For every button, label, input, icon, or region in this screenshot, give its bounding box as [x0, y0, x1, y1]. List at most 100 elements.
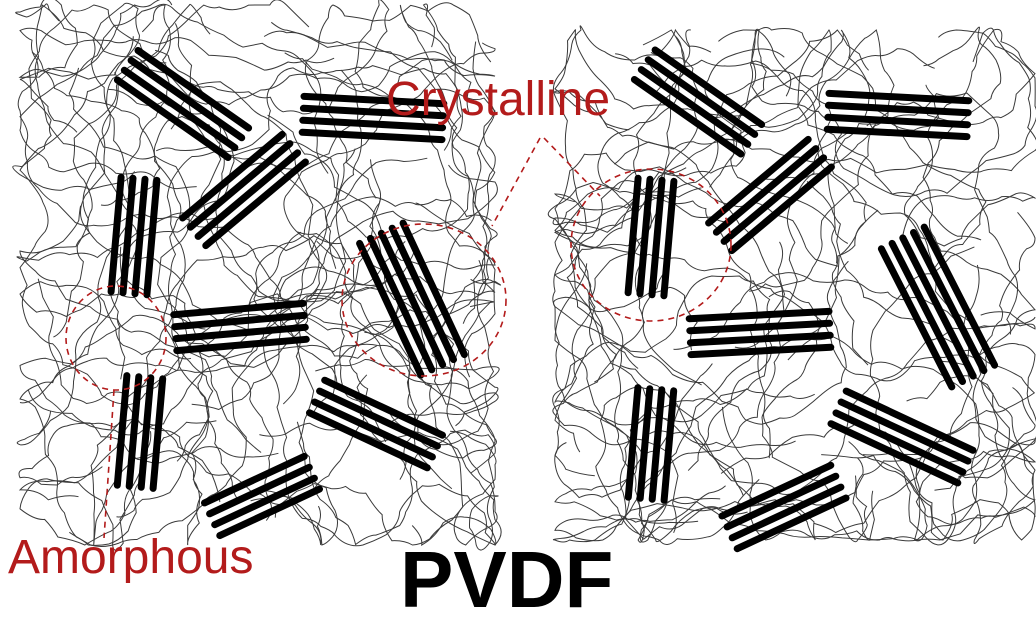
amorphous-left-chain	[19, 281, 206, 360]
amorphous-left-chain	[446, 300, 498, 546]
amorphous-right-chain	[639, 375, 1036, 543]
amorphous-right-chain	[552, 275, 773, 477]
lamella-bar	[823, 125, 971, 141]
lamella-bar	[388, 224, 457, 364]
lamella-bar	[131, 175, 149, 298]
amorphous-right-chain	[730, 48, 935, 244]
lamella-bar	[202, 158, 309, 250]
amorphous-right-chain	[554, 187, 977, 382]
lamella-bar	[648, 386, 666, 503]
lamella-bar	[636, 175, 654, 298]
lamella-bar	[113, 76, 232, 161]
amorphous-left-chain	[69, 287, 422, 548]
amorphous-right-chain	[757, 28, 1036, 181]
amorphous-right-chain	[554, 152, 839, 453]
lamella-bar	[316, 387, 441, 450]
crystalline-leader-right	[543, 137, 601, 197]
lamella-bar	[842, 387, 977, 454]
amorphous-left-chain	[79, 3, 382, 331]
lamella-bar	[660, 177, 678, 300]
lamella-bar	[660, 387, 678, 504]
lamella-bar	[143, 176, 161, 299]
lamella-bar	[899, 234, 977, 380]
lamella-bar	[119, 174, 137, 297]
amorphous-left-chain	[259, 202, 495, 446]
lamella-bar	[299, 104, 447, 120]
crystalline-lamellae	[107, 46, 999, 553]
lamella-bar	[172, 323, 309, 343]
lamella-bar	[179, 130, 286, 222]
lamella-bar	[728, 483, 845, 542]
lamella-bar	[687, 343, 835, 359]
lamella-bar	[186, 140, 294, 231]
amorphous-left-chain	[15, 0, 173, 78]
lamella-bar	[705, 135, 812, 227]
lamella-bar	[728, 163, 835, 255]
lamella-bar	[306, 409, 431, 472]
crystalline-region-circle-left	[341, 223, 507, 377]
amorphous-left-chain	[27, 299, 495, 436]
lamella-bar	[194, 149, 302, 240]
lamella-bar	[399, 219, 468, 359]
amorphous-right-chain	[595, 386, 760, 545]
lamella-bar	[832, 409, 967, 476]
amorphous-right-chain	[901, 84, 1036, 267]
lamella-bar	[311, 398, 436, 461]
lamella-bar	[825, 89, 973, 105]
amorphous-right-chain	[619, 388, 864, 540]
amorphous-left-chain	[19, 2, 140, 338]
amorphous-right-chain	[554, 36, 687, 454]
amorphous-left-chain	[31, 51, 214, 518]
lamella-bar	[201, 452, 308, 507]
lamella-bar	[300, 92, 448, 108]
lamella-bar	[651, 46, 766, 128]
amorphous-right-chain	[547, 167, 721, 543]
amorphous-right-chain	[821, 422, 1036, 541]
amorphous-leader	[103, 389, 115, 539]
lamella-bar	[630, 76, 745, 158]
amorphous-left-chain	[100, 115, 496, 305]
amorphous-right-chain	[869, 246, 975, 546]
amorphous-right-chain	[554, 90, 785, 349]
lamella-bar	[137, 374, 155, 491]
amorphous-left-chain	[270, 21, 496, 378]
lamella-bar	[920, 223, 999, 369]
lamella-bar	[712, 145, 820, 236]
lamella-bar	[125, 373, 143, 490]
lamella-bar	[624, 174, 642, 297]
lamella-bar	[637, 66, 752, 148]
amorphous-left-chain	[155, 49, 418, 480]
amorphous-left-chain	[170, 81, 320, 411]
lamella-bar	[636, 385, 654, 502]
lamella-bar	[216, 485, 323, 540]
lamella-bar	[134, 47, 253, 132]
amorphous-right-chain	[635, 127, 888, 543]
amorphous-right-chain	[848, 211, 1036, 542]
lamella-bar	[686, 331, 834, 347]
lamella-bar	[644, 56, 759, 138]
amorphous-left-chain	[272, 148, 502, 546]
lamella-bar	[149, 375, 167, 492]
amorphous-left-chain	[12, 4, 167, 191]
amorphous-left-chain	[37, 243, 416, 405]
amorphous-right-chain	[552, 205, 638, 499]
lamella-bar	[171, 311, 308, 331]
amorphous-left-chain	[19, 409, 209, 551]
lamella-bar	[910, 229, 988, 375]
amorphous-left-chain	[282, 42, 496, 405]
lamella-bar	[173, 335, 310, 355]
lamella-bar	[107, 173, 125, 296]
lamella-bar	[299, 116, 447, 132]
lamella-bar	[113, 372, 131, 489]
amorphous-right-chain	[613, 29, 895, 292]
amorphous-label: Amorphous	[8, 531, 254, 584]
lamella-bar	[120, 66, 239, 152]
amorphous-right-chain	[554, 430, 816, 542]
amorphous-right-chain	[827, 92, 1019, 335]
amorphous-right-chain	[553, 260, 849, 425]
lamella-bar	[686, 319, 834, 335]
amorphous-left-chain	[19, 58, 279, 464]
lamella-bar	[877, 245, 956, 391]
